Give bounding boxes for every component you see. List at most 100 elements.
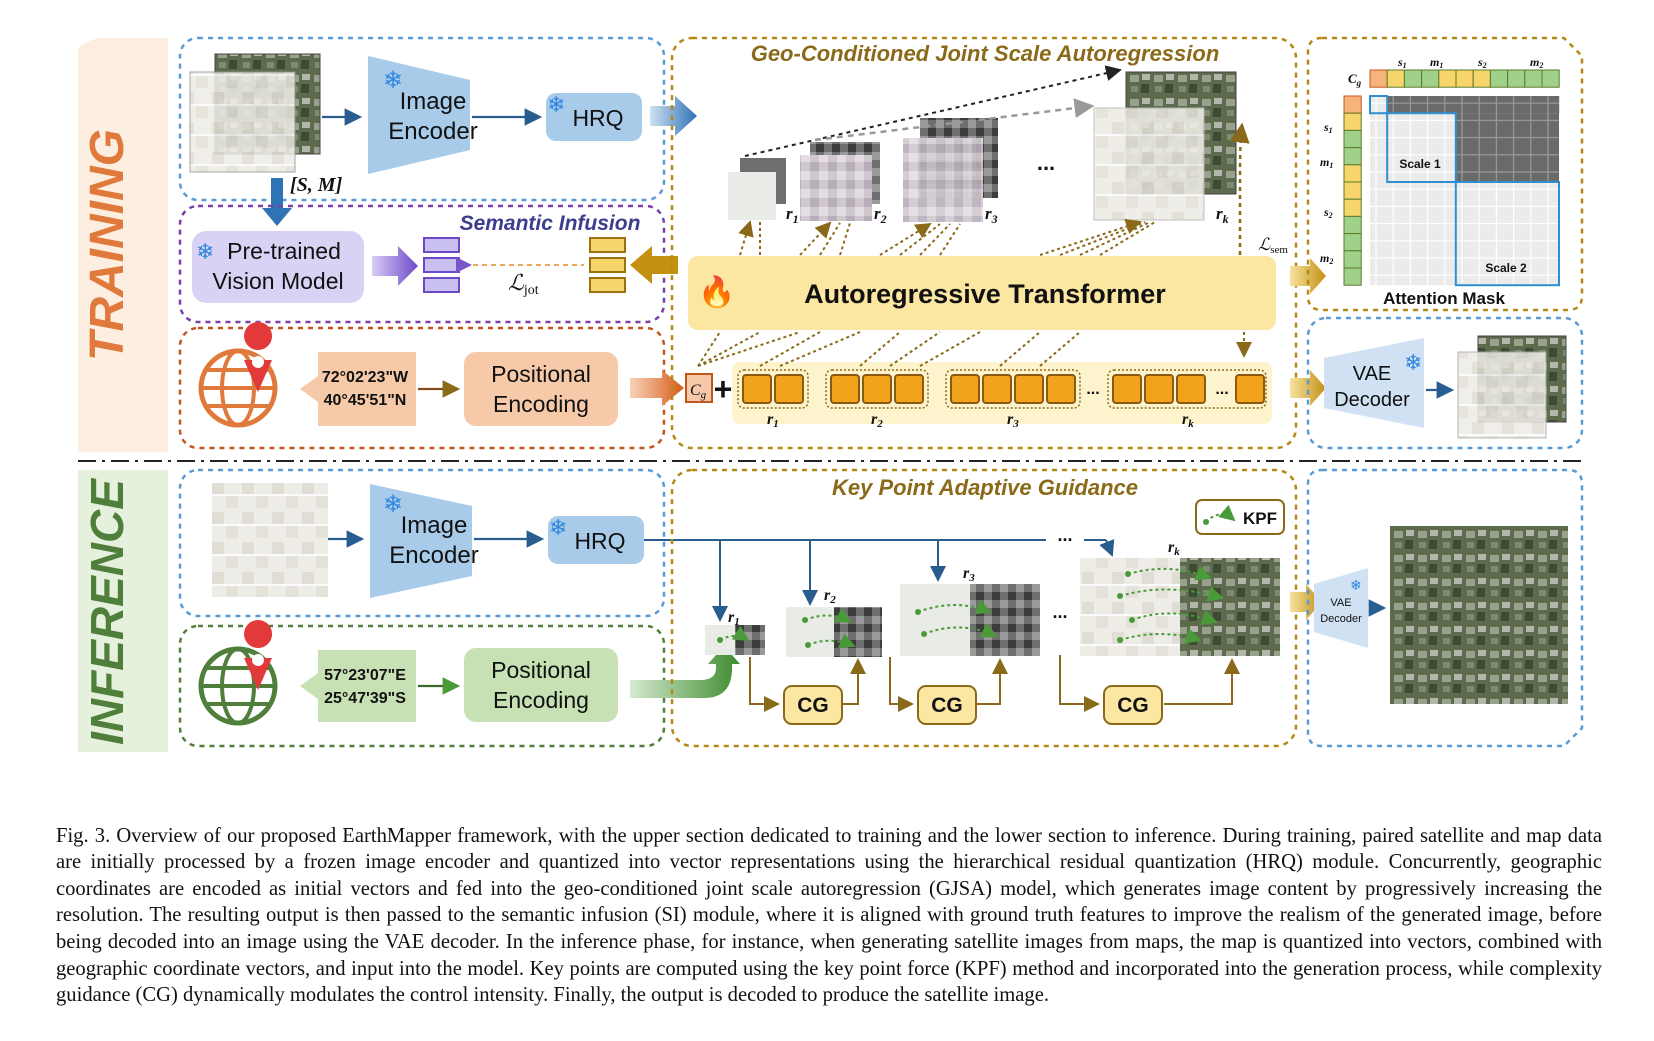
svg-text:40°45'51"N: 40°45'51"N [324, 392, 407, 409]
inference-map-image [212, 483, 328, 597]
svg-text:r3: r3 [963, 565, 975, 584]
svg-text:KPF: KPF [1243, 509, 1277, 528]
sm-label: [S, M] [290, 174, 343, 196]
hrq-training: ❄ HRQ [546, 92, 642, 141]
kpf-legend: KPF [1195, 499, 1285, 535]
svg-text:25°47'39"S: 25°47'39"S [324, 690, 406, 707]
svg-text:r2: r2 [871, 411, 883, 430]
attention-mask-panel [1306, 36, 1584, 312]
training-vae-panel [1306, 316, 1584, 450]
svg-text:Autoregressive Transformer: Autoregressive Transformer [804, 279, 1166, 309]
cg-token: Cg [685, 373, 713, 403]
inference-coordinates: 57°23'07"E 25°47'39"S [300, 650, 416, 722]
hrq-branch-lines [644, 539, 1115, 622]
fire-icon: 🔥 [698, 274, 735, 309]
figure-caption: Fig. 3. Overview of our proposed EarthMa… [56, 824, 1602, 1007]
svg-text:s1: s1 [1397, 55, 1407, 70]
svg-text:r3: r3 [1007, 411, 1019, 430]
hrq-inference: ❄ HRQ [548, 515, 644, 564]
cg-block-3: CG [1103, 685, 1163, 725]
image-encoder-inference: ❄ Image Encoder [370, 484, 479, 598]
training-label: TRAINING [81, 129, 134, 361]
svg-text:s2: s2 [1323, 205, 1333, 220]
attention-top-token [1507, 69, 1526, 88]
gjsa-panel [670, 36, 1298, 450]
snowflake-icon: ❄ [547, 92, 565, 117]
snowflake-icon: ❄ [549, 515, 567, 540]
token-group-r3 [945, 369, 1081, 409]
inference-label: INFERENCE [81, 478, 133, 745]
svg-text:Encoder: Encoder [388, 118, 477, 145]
attention-left-token [1343, 164, 1362, 183]
svg-text:s2: s2 [1477, 55, 1487, 70]
svg-text:...: ... [1086, 381, 1099, 398]
inference-positional-panel [178, 624, 666, 748]
snowflake-icon: ❄ [1404, 350, 1422, 375]
attention-top-token [1489, 69, 1509, 88]
scale-images [728, 71, 1237, 222]
svg-text:m1: m1 [1430, 55, 1443, 70]
plus-sign: + [714, 371, 733, 407]
attention-left-token [1343, 129, 1362, 149]
training-input-image [189, 53, 321, 173]
svg-text:rk: rk [1216, 204, 1229, 226]
globe-pin-icon [198, 322, 278, 428]
training-band: TRAINING [78, 38, 168, 452]
attention-left-token [1343, 181, 1362, 200]
inference-encoder-panel [178, 468, 666, 618]
svg-text:m1: m1 [1320, 155, 1333, 170]
vae-decoder-inference: VAE Decoder ❄ [1314, 568, 1368, 648]
pretrained-vision-model: ❄ Pre-trained Vision Model [192, 231, 364, 303]
svg-text:HRQ: HRQ [572, 105, 623, 131]
snowflake-icon: ❄ [383, 67, 403, 94]
svg-text:...: ... [1052, 602, 1067, 622]
scale1-label: Scale 1 [1399, 157, 1441, 171]
svg-text:m2: m2 [1320, 251, 1333, 266]
scale2-label: Scale 2 [1485, 261, 1527, 275]
attention-left-token [1343, 112, 1362, 131]
svg-text:CG: CG [797, 694, 829, 717]
svg-text:r1: r1 [767, 411, 779, 430]
svg-text:r2: r2 [874, 204, 887, 226]
svg-text:Vision Model: Vision Model [212, 268, 343, 294]
svg-text:...: ... [1215, 381, 1228, 398]
attention-top-token [1524, 69, 1543, 88]
attention-top-token [1455, 69, 1474, 88]
transformer-to-scale-arrows [738, 218, 1156, 256]
arrow-to-gjsa [650, 96, 697, 136]
svg-text:s1: s1 [1323, 120, 1333, 135]
semantic-infusion-title: Semantic Infusion [460, 212, 641, 235]
cg-connections [749, 655, 1240, 712]
svg-text:Image: Image [400, 88, 467, 115]
attention-left-token [1343, 250, 1362, 269]
l-jot-label: ℒjot [508, 270, 539, 298]
snowflake-icon: ❄ [383, 491, 403, 518]
training-encoder-panel [178, 36, 666, 202]
attention-left-token [1343, 198, 1362, 217]
attention-left-token [1343, 215, 1362, 235]
snowflake-icon: ❄ [1350, 577, 1362, 593]
training-output-image [1457, 335, 1567, 439]
autoregressive-transformer: 🔥 Autoregressive Transformer [688, 256, 1276, 330]
attention-top-token [1541, 69, 1560, 88]
svg-text:72°02'23"W: 72°02'23"W [322, 369, 409, 386]
token-group-rk: ... [1107, 369, 1267, 409]
image-encoder-training: ❄ Image Encoder [368, 56, 478, 174]
inference-band: INFERENCE [78, 470, 168, 752]
svg-text:Decoder: Decoder [1320, 613, 1362, 625]
vae-decoder-training: VAE Decoder ❄ [1324, 338, 1424, 428]
svg-text:CG: CG [931, 694, 963, 717]
vision-feature-stack [423, 237, 460, 293]
svg-text:Cg: Cg [690, 382, 707, 401]
kpag-title: Key Point Adaptive Guidance [832, 475, 1138, 500]
svg-text:...: ... [1057, 525, 1072, 545]
svg-text:r2: r2 [824, 587, 836, 606]
gjsa-title: Geo-Conditioned Joint Scale Autoregressi… [751, 41, 1220, 66]
svg-text:Image: Image [401, 512, 468, 539]
svg-text:Decoder: Decoder [1334, 389, 1410, 411]
attention-top-token [1472, 69, 1491, 88]
training-positional-panel [178, 326, 666, 450]
svg-text:Cg: Cg [1348, 71, 1362, 88]
semantic-infusion-panel [178, 204, 666, 324]
sm-down-arrow [262, 178, 292, 226]
